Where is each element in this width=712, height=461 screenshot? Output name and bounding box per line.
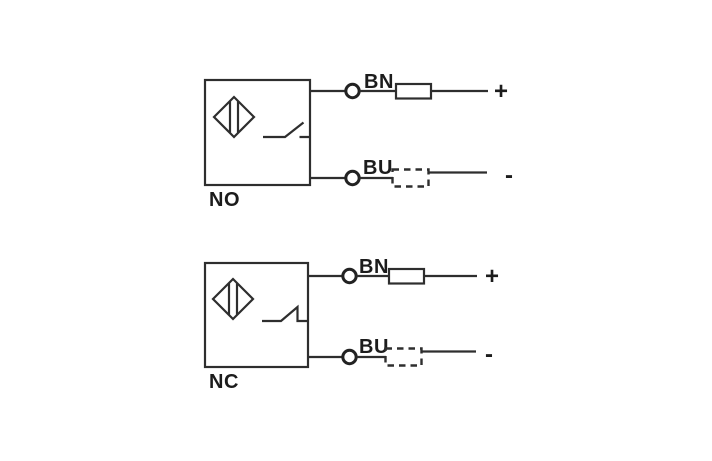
terminal-bu xyxy=(341,348,358,366)
wire-label-bn: BN xyxy=(359,256,389,278)
load-resistor-icon xyxy=(387,267,426,285)
circuit-nc: BN + BU - NC xyxy=(203,256,499,393)
proximity-sensor-icon xyxy=(212,95,256,139)
sensor-body xyxy=(203,78,312,187)
terminal-bn xyxy=(341,267,358,285)
polarity-plus: + xyxy=(494,78,508,105)
circuit-no: BN + BU - NO xyxy=(203,71,513,211)
load-resistor-icon xyxy=(394,82,433,100)
terminal-bn xyxy=(344,82,361,100)
terminal-bu xyxy=(344,169,361,187)
normally-open-contact-icon xyxy=(263,121,310,139)
proximity-sensor-icon xyxy=(211,277,255,321)
sensor-type-label-nc: NC xyxy=(209,371,239,393)
sensor-body xyxy=(203,261,310,369)
normally-closed-contact-icon xyxy=(262,304,307,323)
wire-label-bu: BU xyxy=(363,157,393,179)
load-dashed-icon xyxy=(384,347,423,367)
polarity-minus: - xyxy=(485,341,493,368)
sensor-type-label-no: NO xyxy=(209,189,240,211)
wire-label-bu: BU xyxy=(359,336,389,358)
polarity-minus: - xyxy=(505,162,513,189)
wire-label-bn: BN xyxy=(364,71,394,93)
load-dashed-icon xyxy=(391,168,430,188)
polarity-plus: + xyxy=(485,263,499,290)
